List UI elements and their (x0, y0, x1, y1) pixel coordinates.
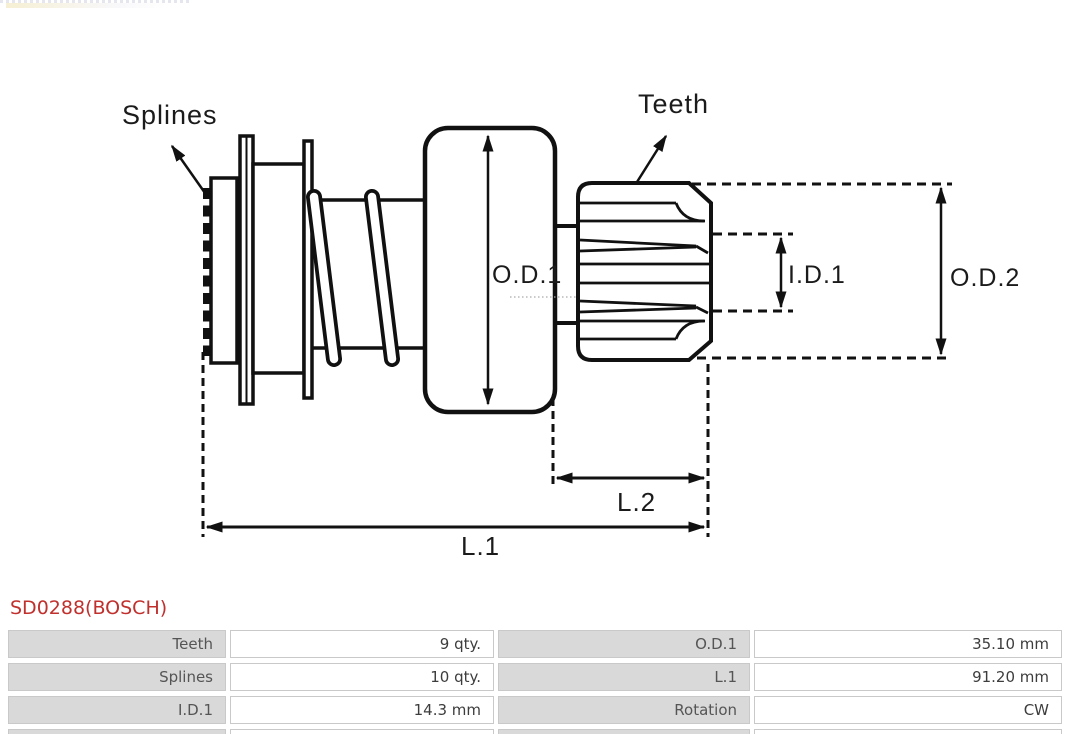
l2-dimension (551, 364, 710, 537)
cropped-logo-strip (0, 0, 190, 3)
spec-rotation-label: Rotation (498, 696, 750, 724)
spec-row-2: Splines 10 qty. L.1 91.20 mm (8, 663, 1062, 691)
spec-teeth-label: Teeth (8, 630, 226, 658)
od2-label: O.D.2 (950, 264, 1021, 292)
part-number: SD0288(BOSCH) (10, 597, 168, 619)
spec-cut-label-1 (8, 729, 226, 734)
spec-row-4-cutoff (8, 729, 1062, 734)
spec-row-1: Teeth 9 qty. O.D.1 35.10 mm (8, 630, 1062, 658)
stop-collar (209, 176, 239, 365)
l1-dimension (201, 352, 706, 537)
spec-table: Teeth 9 qty. O.D.1 35.10 mm Splines 10 q… (8, 630, 1062, 734)
od1-label: O.D.1 (492, 261, 563, 289)
teeth-label: Teeth (638, 89, 710, 119)
pinion-gear (576, 181, 713, 362)
teeth-leader-arrow (635, 134, 668, 183)
spacer-cylinder (251, 162, 306, 375)
spec-rotation-value: CW (754, 696, 1062, 724)
front-flange (238, 134, 255, 406)
spec-od1-label: O.D.1 (498, 630, 750, 658)
return-spring (306, 189, 400, 367)
spec-splines-value: 10 qty. (230, 663, 494, 691)
rear-flange (302, 139, 314, 400)
splines-leader-arrow (170, 144, 207, 194)
spec-cut-label-2 (498, 729, 750, 734)
spec-l1-label: L.1 (498, 663, 750, 691)
spec-od1-value: 35.10 mm (754, 630, 1062, 658)
od2-dimension (692, 182, 952, 360)
spec-cut-value-2 (754, 729, 1062, 734)
l2-label: L.2 (617, 487, 657, 517)
l1-label: L.1 (461, 531, 501, 561)
spec-teeth-value: 9 qty. (230, 630, 494, 658)
spec-splines-label: Splines (8, 663, 226, 691)
id1-dimension (713, 232, 793, 313)
spec-cut-value-1 (230, 729, 494, 734)
spec-l1-value: 91.20 mm (754, 663, 1062, 691)
splines-label: Splines (122, 100, 218, 130)
part-diagram (170, 125, 952, 537)
spec-id1-label: I.D.1 (8, 696, 226, 724)
spec-row-3: I.D.1 14.3 mm Rotation CW (8, 696, 1062, 724)
neck (555, 224, 578, 325)
cropped-logo-strip2 (6, 3, 166, 8)
id1-label: I.D.1 (788, 261, 846, 289)
spec-id1-value: 14.3 mm (230, 696, 494, 724)
